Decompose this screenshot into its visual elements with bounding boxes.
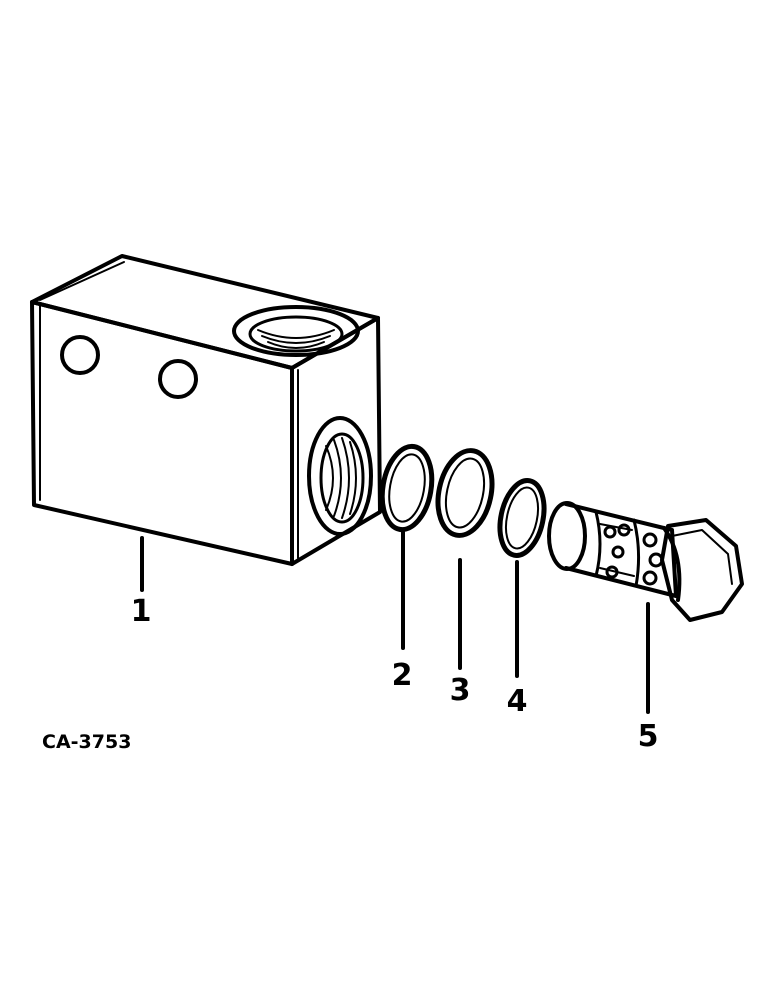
callout-5: 5 (638, 719, 659, 754)
callout-1: 1 (131, 594, 152, 629)
side-threaded-port (307, 416, 373, 536)
mounting-hole (60, 335, 100, 375)
ring-2 (379, 443, 435, 533)
plug (547, 501, 744, 622)
ring-3 (435, 448, 495, 538)
mounting-hole (158, 359, 198, 399)
leader-lines (140, 530, 650, 714)
valve-body (30, 254, 382, 566)
callout-4: 4 (507, 684, 528, 719)
callout-3: 3 (450, 673, 471, 708)
plug-holes (603, 523, 664, 586)
ring-4 (497, 478, 547, 558)
top-threaded-port (232, 305, 360, 357)
callout-2: 2 (392, 658, 413, 693)
diagram-code: CA-3753 (42, 731, 131, 753)
